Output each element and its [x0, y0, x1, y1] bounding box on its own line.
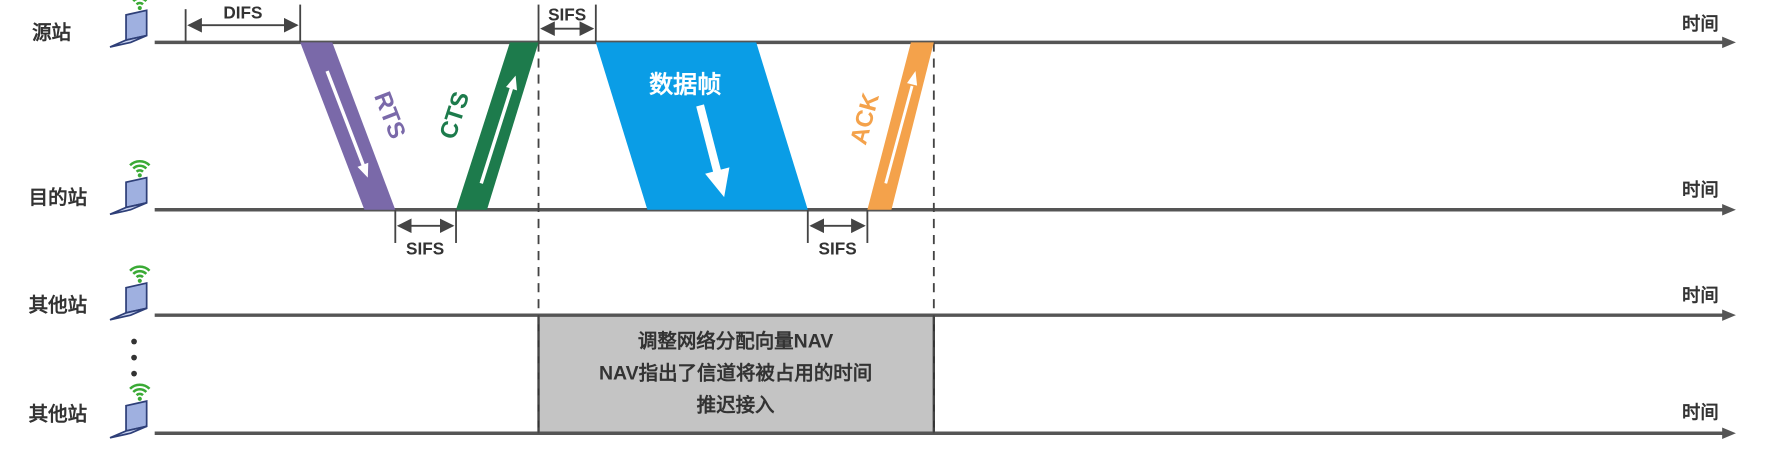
vertical-dots-icon	[131, 338, 137, 377]
sifs-interval-top: SIFS	[537, 4, 597, 43]
cts-frame-shape	[456, 42, 539, 210]
cts-direction-arrow	[479, 75, 517, 184]
laptop-wifi-icon	[108, 159, 151, 216]
rts-frame: RTS	[300, 42, 411, 210]
time-axis-label: 时间	[1682, 284, 1719, 305]
nav-box	[537, 314, 935, 435]
station-label-destination: 目的站	[29, 186, 88, 209]
sifs-label: SIFS	[406, 238, 444, 258]
cts-frame: CTS	[435, 42, 539, 210]
laptop-wifi-icon	[108, 265, 151, 322]
nav-text-line-3: 推迟接入	[697, 393, 775, 416]
sifs-label: SIFS	[548, 5, 586, 25]
data-direction-arrow	[696, 104, 730, 198]
rts-direction-arrow	[325, 70, 369, 178]
cts-label: CTS	[435, 88, 476, 142]
difs-interval: DIFS	[184, 2, 302, 43]
sifs-label: SIFS	[819, 238, 857, 258]
difs-label: DIFS	[223, 2, 262, 22]
time-axis-label: 时间	[1682, 13, 1719, 34]
time-axis-label: 时间	[1682, 179, 1719, 200]
nav-text-line-1: 调整网络分配向量NAV	[638, 329, 833, 352]
ack-label: ACK	[845, 90, 885, 148]
ack-direction-arrow	[884, 71, 918, 184]
sifs-interval-bottom-1: SIFS	[394, 209, 457, 258]
laptop-wifi-icon	[108, 383, 151, 440]
timeline-destination	[154, 204, 1736, 216]
timeline-other-2	[154, 427, 1736, 439]
sifs-interval-bottom-2: SIFS	[806, 209, 869, 258]
rts-label: RTS	[368, 88, 410, 143]
laptop-wifi-icon	[108, 0, 151, 49]
station-label-other-2: 其他站	[29, 403, 88, 426]
data-frame-label: 数据帧	[649, 71, 721, 98]
time-axis-label: 时间	[1682, 401, 1719, 422]
timeline-source	[154, 36, 1736, 49]
ack-frame: ACK	[845, 42, 934, 210]
station-label-source: 源站	[32, 21, 71, 44]
data-frame: 数据帧	[595, 42, 808, 210]
station-label-other-1: 其他站	[29, 294, 88, 317]
nav-text-line-2: NAV指出了信道将被占用的时间	[599, 361, 872, 384]
timeline-other-1	[154, 309, 1736, 321]
